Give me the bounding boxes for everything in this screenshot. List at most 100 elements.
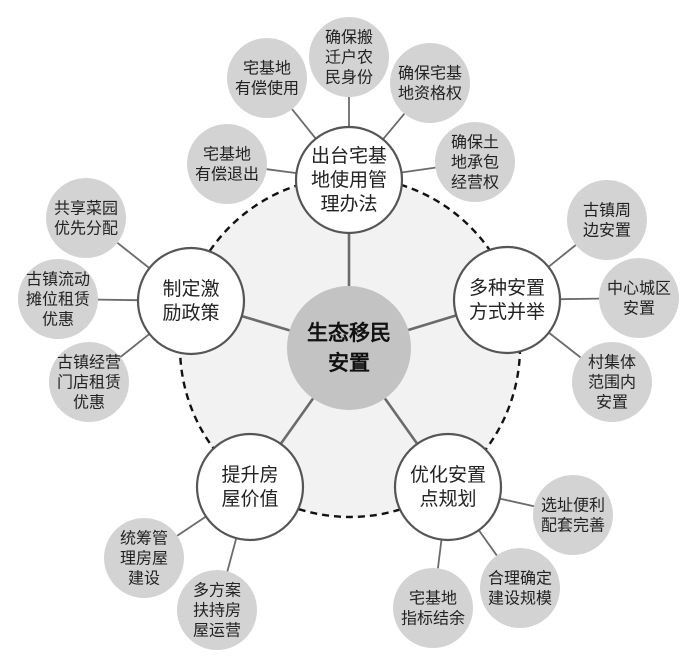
node-label-line: 建设规模: [488, 589, 552, 608]
leaf-circle: [309, 17, 389, 97]
node-label-line: 安置: [623, 299, 655, 318]
branch-circle: [393, 432, 503, 542]
connector-line: [279, 397, 315, 445]
leaf-circle: [480, 548, 560, 628]
node-label-line: 安置: [328, 351, 370, 375]
leaf-circle: [567, 180, 647, 260]
connector-line: [548, 331, 582, 359]
connector-line: [241, 314, 290, 332]
leaf-circle: [18, 259, 98, 339]
node-label-line: 屋价值: [221, 488, 278, 510]
node-label-line: 门店租赁: [57, 373, 121, 392]
node-label-line: 理房屋: [120, 549, 168, 568]
node-label-line: 有偿使用: [235, 79, 299, 98]
node-label-line: 理办法: [320, 193, 377, 215]
leaf-circle: [390, 43, 470, 123]
node-label-line: 多方案: [193, 581, 241, 600]
connector-line: [559, 297, 600, 301]
leaf-circle: [393, 568, 473, 648]
connector-layer: [97, 97, 600, 572]
node-label-line: 宅基地: [409, 589, 457, 608]
node-label-line: 古镇流动: [26, 270, 90, 289]
branch-circle: [195, 432, 305, 542]
node-label-line: 边安置: [583, 221, 631, 240]
node-label-line: 范围内: [588, 373, 636, 392]
node-label-line: 励政策: [162, 302, 219, 324]
node-label-line: 共享菜园: [54, 199, 118, 218]
connector-line: [97, 298, 139, 302]
node-label-line: 优先分配: [54, 219, 118, 238]
connector-line: [176, 515, 207, 537]
connector-line: [266, 168, 297, 175]
node-label-line: 合理确定: [488, 569, 552, 588]
node-label-line: 多种安置: [469, 277, 545, 299]
leaf-circle: [187, 124, 267, 204]
node-label-line: 确保土: [451, 133, 499, 152]
node-label-line: 地承包: [451, 153, 499, 172]
node-layer: 宅基地有偿退出宅基地有偿使用确保搬迁户农民身份确保宅基地资格权确保土地承包经营权…: [18, 17, 679, 650]
connector-line: [547, 244, 577, 268]
node-label-line: 确保宅基: [398, 64, 462, 83]
connector-line: [401, 166, 436, 174]
node-label-line: 迁户农: [325, 48, 373, 67]
node-label-line: 有偿退出: [195, 165, 259, 184]
node-label-line: 村集体: [588, 353, 636, 372]
leaf-circle: [177, 570, 257, 650]
connector-line: [119, 333, 151, 358]
node-label-line: 安置: [596, 393, 628, 412]
core-circle: [287, 286, 411, 410]
node-label-line: 统筹管: [120, 529, 168, 548]
node-label-line: 古镇经营: [57, 353, 121, 372]
node-label-line: 地资格权: [398, 84, 462, 103]
node-label-line: 制定激: [162, 278, 219, 300]
connector-line: [382, 113, 406, 140]
node-label-line: 优惠: [73, 393, 105, 412]
leaf-circle: [533, 475, 613, 555]
leaf-circle: [435, 122, 515, 202]
leaf-circle: [46, 178, 126, 258]
node-label-line: 经营权: [451, 173, 499, 192]
node-label-line: 配套完善: [541, 516, 605, 535]
node-label-line: 优惠: [42, 310, 74, 329]
node-label-line: 民身份: [325, 68, 373, 87]
node-label-line: 方式并举: [469, 301, 545, 323]
node-label-line: 指标结余: [401, 609, 465, 628]
connector-line: [226, 537, 238, 572]
node-label-line: 宅基地: [203, 145, 251, 164]
connector-line: [116, 242, 150, 269]
node-label-line: 建设: [128, 569, 160, 588]
node-label-line: 地使用管: [311, 169, 387, 191]
leaf-circle: [227, 38, 307, 118]
connector-line: [478, 529, 498, 556]
leaf-circle: [572, 342, 652, 422]
branch-circle: [136, 246, 246, 356]
connector-line: [291, 108, 317, 140]
node-label-line: 摊位租赁: [26, 290, 90, 309]
connector-line: [437, 539, 443, 569]
node-label-line: 确保搬: [325, 28, 373, 47]
node-label-line: 选址便利: [541, 496, 605, 515]
branch-circle: [452, 245, 562, 355]
node-label-line: 生态移民: [307, 321, 391, 345]
connector-line: [407, 314, 457, 332]
branch-circle: [294, 125, 404, 235]
